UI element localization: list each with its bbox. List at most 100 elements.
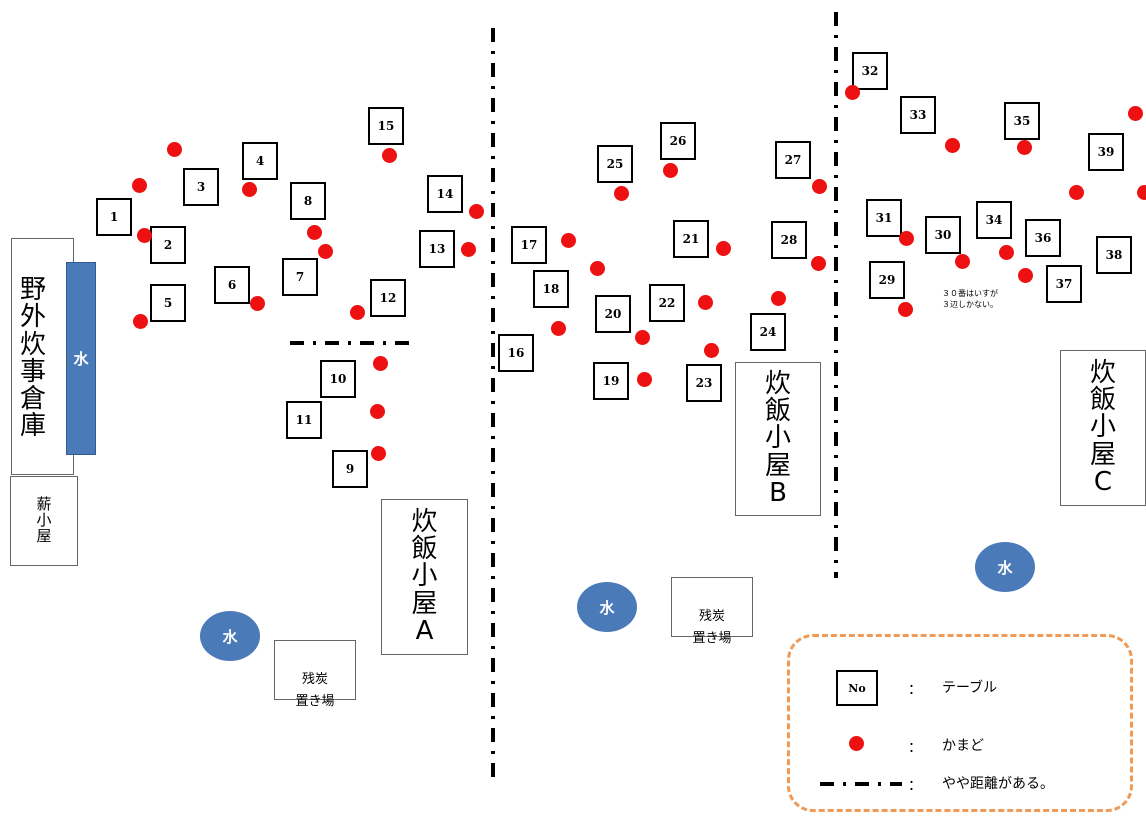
table[interactable]: 8 <box>290 182 326 220</box>
table-number: 26 <box>669 134 687 148</box>
table[interactable]: 2 <box>150 226 186 264</box>
table[interactable]: 36 <box>1025 219 1061 257</box>
table[interactable]: 34 <box>976 201 1012 239</box>
table[interactable]: 15 <box>368 107 404 145</box>
stove[interactable] <box>1018 268 1033 283</box>
stove[interactable] <box>716 241 731 256</box>
legend-colon: ： <box>908 740 922 756</box>
table[interactable]: 21 <box>673 220 709 258</box>
table[interactable]: 5 <box>150 284 186 322</box>
stove[interactable] <box>698 295 713 310</box>
table[interactable]: 26 <box>660 122 696 160</box>
stove[interactable] <box>167 142 182 157</box>
water-label: 水 <box>599 598 615 617</box>
stove[interactable] <box>898 302 913 317</box>
stove[interactable] <box>307 225 322 240</box>
stove[interactable] <box>382 148 397 163</box>
table[interactable]: 23 <box>686 364 722 402</box>
table[interactable]: 35 <box>1004 102 1040 140</box>
stove[interactable] <box>350 305 365 320</box>
table[interactable]: 13 <box>419 230 455 268</box>
legend-colon: ： <box>908 682 922 698</box>
table-number: 23 <box>695 376 713 390</box>
stove[interactable] <box>1137 185 1146 200</box>
cooking-hut-c: 炊 飯 小 屋 C <box>1060 350 1146 506</box>
table[interactable]: 32 <box>852 52 888 90</box>
firewood-shed-label: 薪 小 屋 <box>36 495 52 545</box>
table[interactable]: 39 <box>1088 133 1124 171</box>
table[interactable]: 30 <box>925 216 961 254</box>
table[interactable]: 7 <box>282 258 318 296</box>
stove[interactable] <box>811 256 826 271</box>
stove[interactable] <box>1069 185 1084 200</box>
stove[interactable] <box>370 404 385 419</box>
table[interactable]: 4 <box>242 142 278 180</box>
stove[interactable] <box>771 291 786 306</box>
table[interactable]: 37 <box>1046 265 1082 303</box>
stove[interactable] <box>132 178 147 193</box>
table[interactable]: 29 <box>869 261 905 299</box>
table[interactable]: 12 <box>370 279 406 317</box>
stove[interactable] <box>250 296 265 311</box>
table[interactable]: 19 <box>593 362 629 400</box>
stove[interactable] <box>614 186 629 201</box>
table[interactable]: 1 <box>96 198 132 236</box>
stove[interactable] <box>461 242 476 257</box>
stove[interactable] <box>812 179 827 194</box>
table-number: 14 <box>436 187 454 201</box>
table-number: 31 <box>875 211 893 225</box>
legend-stove-icon <box>849 736 864 751</box>
cooking-hut-b-label: 炊 飯 小 屋 B <box>764 368 791 508</box>
stove[interactable] <box>371 446 386 461</box>
stove[interactable] <box>899 231 914 246</box>
table-number: 32 <box>861 64 879 78</box>
stove[interactable] <box>373 356 388 371</box>
table[interactable]: 16 <box>498 334 534 372</box>
table-number: 6 <box>227 278 237 292</box>
stove[interactable] <box>318 244 333 259</box>
water-point-c: 水 <box>975 542 1035 592</box>
table-number: 28 <box>780 233 798 247</box>
table[interactable]: 9 <box>332 450 368 488</box>
table[interactable]: 33 <box>900 96 936 134</box>
legend-line-label: やや距離がある。 <box>942 776 1054 792</box>
stove[interactable] <box>551 321 566 336</box>
table[interactable]: 11 <box>286 401 322 439</box>
stove[interactable] <box>590 261 605 276</box>
table[interactable]: 14 <box>427 175 463 213</box>
table[interactable]: 24 <box>750 313 786 351</box>
table[interactable]: 18 <box>533 270 569 308</box>
stove[interactable] <box>637 372 652 387</box>
stove[interactable] <box>663 163 678 178</box>
charcoal-disposal-label: 残炭 置き場 <box>692 609 732 647</box>
cooking-hut-a-label: 炊 飯 小 屋 A <box>411 506 438 646</box>
table[interactable]: 25 <box>597 145 633 183</box>
table[interactable]: 20 <box>595 295 631 333</box>
stove[interactable] <box>704 343 719 358</box>
stove[interactable] <box>469 204 484 219</box>
table[interactable]: 3 <box>183 168 219 206</box>
table[interactable]: 28 <box>771 221 807 259</box>
stove[interactable] <box>999 245 1014 260</box>
table[interactable]: 27 <box>775 141 811 179</box>
stove[interactable] <box>635 330 650 345</box>
stove[interactable] <box>955 254 970 269</box>
table-number: 24 <box>759 325 777 339</box>
table-number: 39 <box>1097 145 1115 159</box>
table[interactable]: 6 <box>214 266 250 304</box>
stove[interactable] <box>561 233 576 248</box>
table[interactable]: 22 <box>649 284 685 322</box>
stove[interactable] <box>1128 106 1143 121</box>
stove[interactable] <box>242 182 257 197</box>
table[interactable]: 38 <box>1096 236 1132 274</box>
table[interactable]: 31 <box>866 199 902 237</box>
stove[interactable] <box>133 314 148 329</box>
stove[interactable] <box>137 228 152 243</box>
stove[interactable] <box>845 85 860 100</box>
table[interactable]: 17 <box>511 226 547 264</box>
stove[interactable] <box>945 138 960 153</box>
stove[interactable] <box>1017 140 1032 155</box>
table[interactable]: 10 <box>320 360 356 398</box>
water-label: 水 <box>997 558 1013 577</box>
